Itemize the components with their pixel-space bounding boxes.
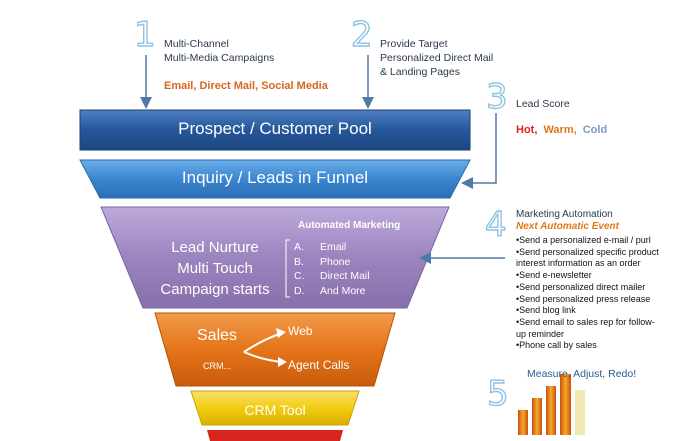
crm-small-label: CRM... <box>203 361 231 371</box>
step-4-title: Marketing Automation <box>516 209 613 220</box>
bottom-band <box>207 430 343 441</box>
option-a-letter: A. <box>294 241 304 253</box>
automation-bullet: •Send blog link <box>516 305 576 316</box>
automation-bullet: up reminder <box>516 328 565 339</box>
nurture-line-3: Campaign starts <box>160 281 270 298</box>
automated-marketing-label: Automated Marketing <box>298 220 401 231</box>
pool-band <box>79 109 471 151</box>
automation-bullet: •Send personalized direct mailer <box>516 281 646 292</box>
automation-bullet: •Send e-newsletter <box>516 270 592 281</box>
option-d-letter: D. <box>294 284 305 297</box>
automation-bullet-list: •Send a personalized e-mail / purl•Send … <box>516 235 698 352</box>
crm-tool-label: CRM Tool <box>244 402 306 418</box>
inquiry-band <box>79 159 471 199</box>
option-c-text: Direct Mail <box>320 270 370 283</box>
arrow-step3 <box>461 113 497 189</box>
option-a-text: Email <box>320 241 347 253</box>
crm-band <box>190 390 360 426</box>
sales-band <box>154 312 396 387</box>
step-1-line-2: Multi-Media Campaigns <box>164 52 275 64</box>
automation-bullet: •Send email to sales rep for follow- <box>516 316 655 327</box>
option-c: C. Direct Mail <box>294 269 370 284</box>
step-1-number: 1 <box>133 15 156 55</box>
step-4-number: 4 <box>484 205 507 245</box>
pool-label: Prospect / Customer Pool <box>178 119 372 138</box>
lead-score-levels: Hot, Warm, Cold <box>516 124 607 136</box>
step-2-line-1: Provide Target <box>380 38 448 50</box>
automation-bullet: •Send a personalized e-mail / purl <box>516 235 651 245</box>
option-b-text: Phone <box>320 255 351 268</box>
automation-bullet: •Send personalized specific product <box>516 246 659 257</box>
sales-arrowhead-agent <box>278 357 287 367</box>
option-b-letter: B. <box>294 255 304 268</box>
nurture-line-2: Multi Touch <box>177 260 253 277</box>
step-4-subtitle: Next Automatic Event <box>516 221 619 232</box>
sales-label: Sales <box>197 327 238 344</box>
warm-label: Warm, <box>543 124 577 136</box>
nurture-label: Lead Nurture Multi Touch Campaign starts <box>150 237 280 300</box>
bar-chart-icon <box>518 374 585 435</box>
cold-label: Cold <box>582 124 608 136</box>
step-5-title: Measure, Adjust, Redo! <box>527 368 637 380</box>
automation-bullet: •Send personalized press release <box>516 293 651 304</box>
agent-calls-label: Agent Calls <box>288 358 350 372</box>
step-1-line-1: Multi-Channel <box>164 38 229 50</box>
step-5-number: 5 <box>486 374 509 414</box>
sales-arrowhead-web <box>276 328 286 338</box>
web-label: Web <box>288 324 313 338</box>
option-d: D. And More <box>294 284 370 299</box>
step-2-line-2: Personalized Direct Mail <box>380 52 494 64</box>
automation-bullet: interest information as an order <box>516 258 641 269</box>
option-a: A. Email <box>294 240 370 255</box>
option-d-text: And More <box>320 284 366 297</box>
step-2-number: 2 <box>350 15 373 55</box>
step-2-text: Provide Target Personalized Direct Mail … <box>380 37 493 79</box>
options-list: A. Email B. Phone C. Direct Mail D. And More <box>294 240 370 298</box>
step-3-title: Lead Score <box>516 98 570 110</box>
nurture-band <box>100 206 450 309</box>
options-bracket <box>285 239 290 298</box>
hot-label: Hot, <box>516 124 538 136</box>
step-3-number: 3 <box>485 77 508 117</box>
step-1-channels: Email, Direct Mail, Social Media <box>164 80 328 92</box>
option-c-letter: C. <box>294 270 305 283</box>
automation-bullet: •Phone call by sales <box>516 340 597 351</box>
option-b: B. Phone <box>294 255 370 270</box>
nurture-line-1: Lead Nurture <box>171 239 259 256</box>
inquiry-label: Inquiry / Leads in Funnel <box>181 168 369 187</box>
step-1-text: Multi-Channel Multi-Media Campaigns <box>164 37 274 65</box>
step-2-line-3: & Landing Pages <box>380 66 460 78</box>
